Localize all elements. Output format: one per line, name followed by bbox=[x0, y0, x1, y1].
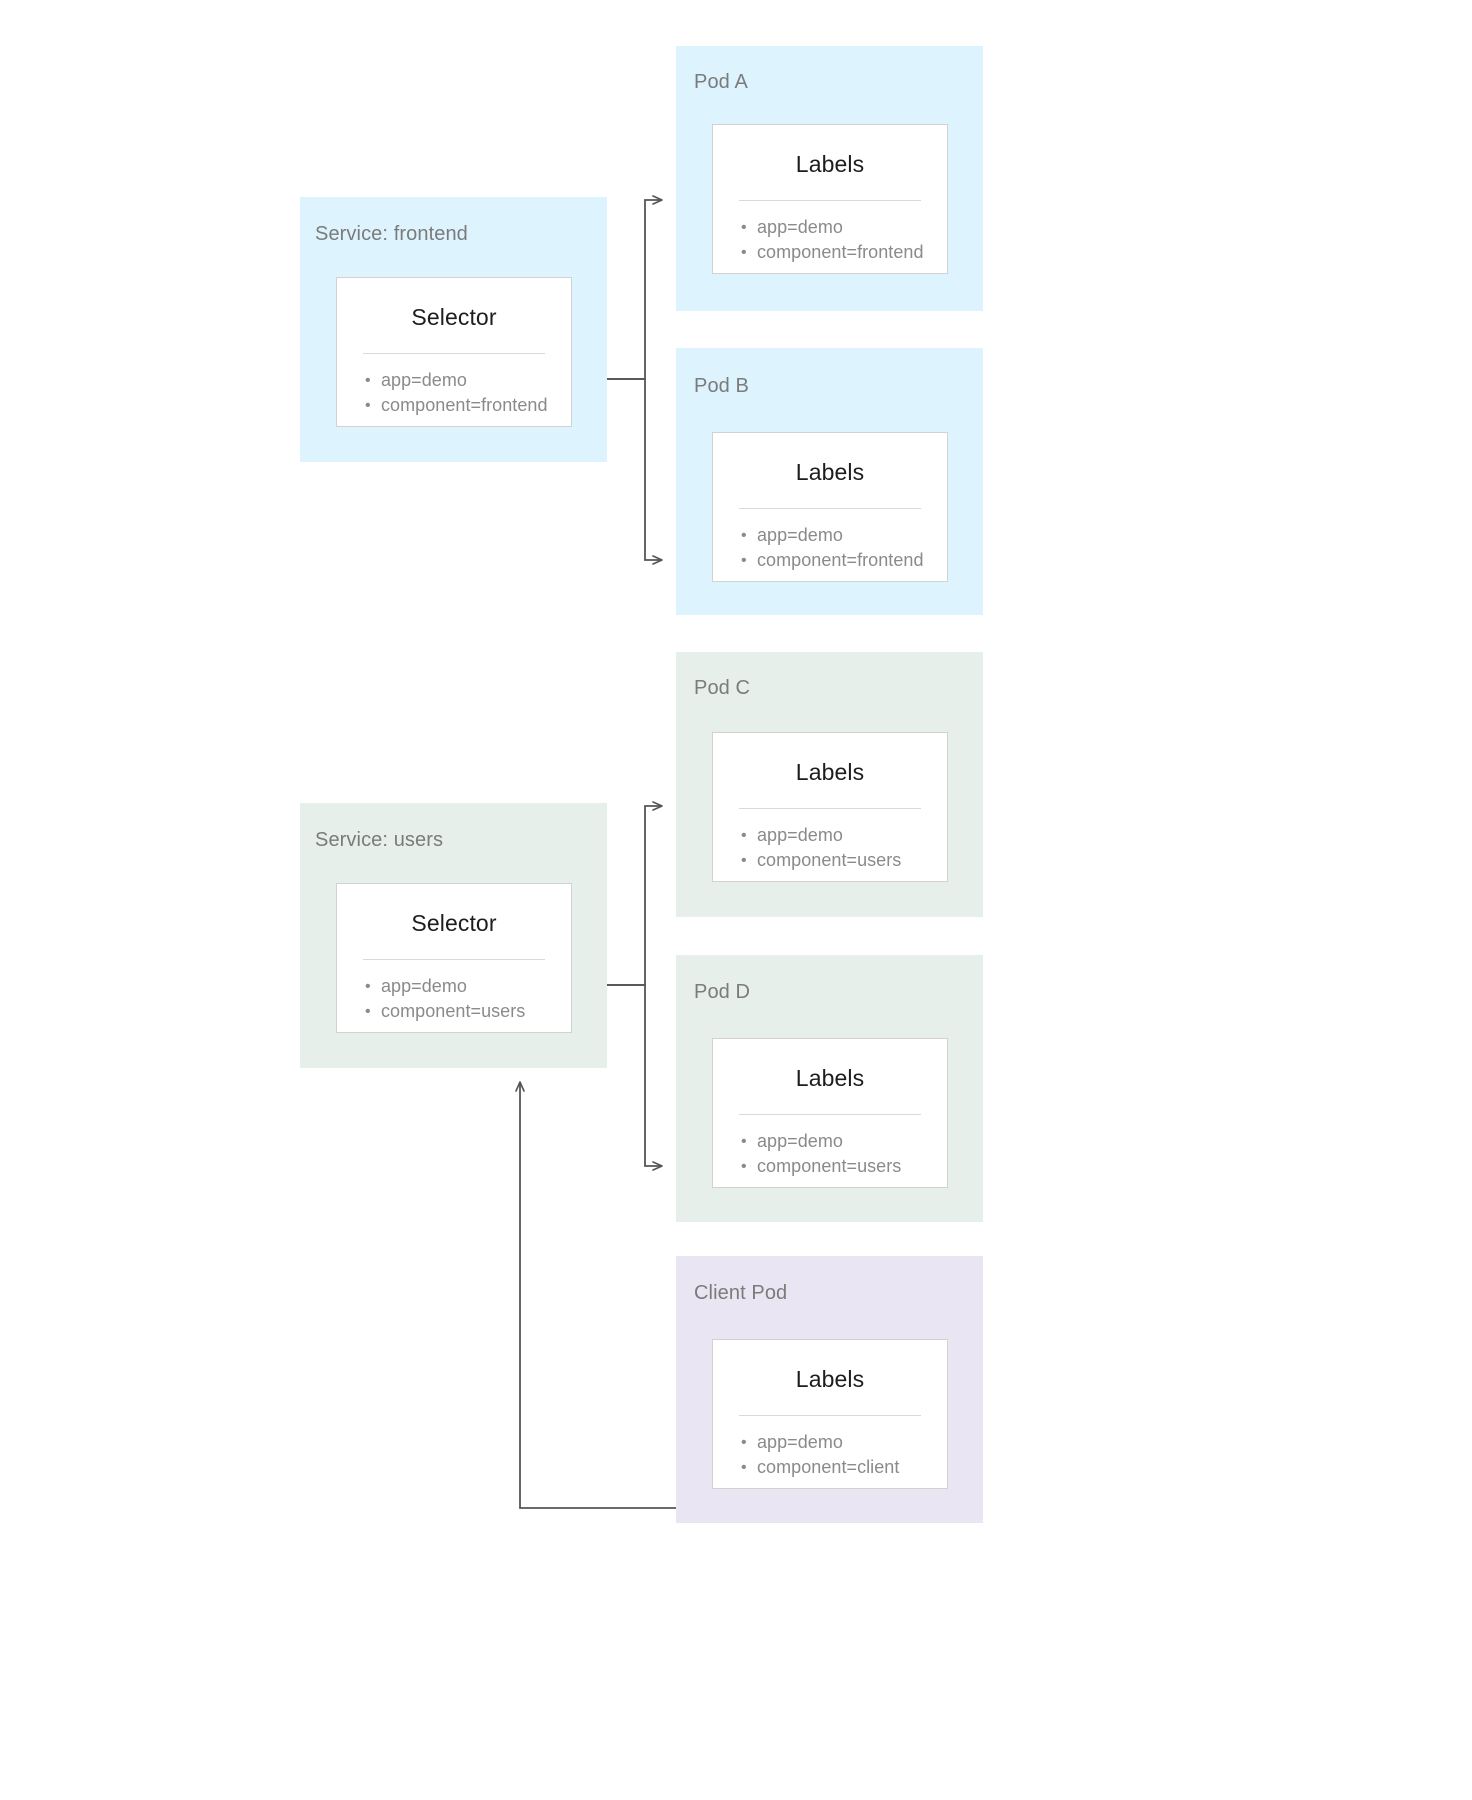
card-divider bbox=[363, 353, 545, 354]
pod-d-label-list: app=demo component=users bbox=[713, 1115, 947, 1179]
list-item: component=users bbox=[741, 1154, 947, 1179]
list-item: app=demo bbox=[741, 215, 947, 240]
service-users-container[interactable]: Service: users Selector app=demo compone… bbox=[300, 803, 607, 1068]
list-item: component=client bbox=[741, 1455, 947, 1480]
pod-c-container[interactable]: Pod C Labels app=demo component=users bbox=[676, 652, 983, 917]
list-item: app=demo bbox=[365, 368, 571, 393]
pod-c-labels-card[interactable]: Labels app=demo component=users bbox=[712, 732, 948, 882]
selector-label-list: app=demo component=frontend bbox=[337, 354, 571, 418]
card-divider bbox=[739, 200, 921, 201]
list-item: app=demo bbox=[741, 1129, 947, 1154]
pod-a-title: Pod A bbox=[694, 71, 748, 93]
labels-card-title: Labels bbox=[795, 151, 865, 177]
list-item: component=frontend bbox=[365, 393, 571, 418]
pod-a-labels-card[interactable]: Labels app=demo component=frontend bbox=[712, 124, 948, 274]
service-frontend-container[interactable]: Service: frontend Selector app=demo comp… bbox=[300, 197, 607, 462]
connector-client-to-users bbox=[515, 1081, 676, 1509]
selector-card-title: Selector bbox=[411, 910, 497, 936]
pod-b-container[interactable]: Pod B Labels app=demo component=frontend bbox=[676, 348, 983, 615]
list-item: app=demo bbox=[741, 523, 947, 548]
pod-d-container[interactable]: Pod D Labels app=demo component=users bbox=[676, 955, 983, 1222]
list-item: component=users bbox=[365, 999, 571, 1024]
pod-d-title: Pod D bbox=[694, 981, 751, 1003]
pod-c-title: Pod C bbox=[694, 677, 751, 699]
list-item: component=users bbox=[741, 848, 947, 873]
client-pod-labels-card[interactable]: Labels app=demo component=client bbox=[712, 1339, 948, 1489]
pod-b-label-list: app=demo component=frontend bbox=[713, 509, 947, 573]
labels-card-title: Labels bbox=[795, 459, 865, 485]
card-divider bbox=[739, 508, 921, 509]
labels-card-title: Labels bbox=[795, 759, 865, 785]
service-frontend-title: Service: frontend bbox=[315, 223, 468, 245]
client-pod-title: Client Pod bbox=[694, 1282, 788, 1304]
client-pod-label-list: app=demo component=client bbox=[713, 1416, 947, 1480]
client-pod-container[interactable]: Client Pod Labels app=demo component=cli… bbox=[676, 1256, 983, 1523]
card-divider bbox=[363, 959, 545, 960]
labels-card-title: Labels bbox=[795, 1366, 865, 1392]
service-frontend-selector-card[interactable]: Selector app=demo component=frontend bbox=[336, 277, 572, 427]
pod-d-labels-card[interactable]: Labels app=demo component=users bbox=[712, 1038, 948, 1188]
list-item: app=demo bbox=[365, 974, 571, 999]
selector-card-title: Selector bbox=[411, 304, 497, 330]
list-item: app=demo bbox=[741, 823, 947, 848]
pod-a-container[interactable]: Pod A Labels app=demo component=frontend bbox=[676, 46, 983, 311]
pod-c-label-list: app=demo component=users bbox=[713, 809, 947, 873]
connector-users-to-pod-c bbox=[607, 801, 663, 986]
service-users-selector-card[interactable]: Selector app=demo component=users bbox=[336, 883, 572, 1033]
list-item: app=demo bbox=[741, 1430, 947, 1455]
list-item: component=frontend bbox=[741, 548, 947, 573]
list-item: component=frontend bbox=[741, 240, 947, 265]
labels-card-title: Labels bbox=[795, 1065, 865, 1091]
connector-frontend-to-pod-a bbox=[607, 195, 663, 380]
card-divider bbox=[739, 1114, 921, 1115]
connector-users-to-pod-d bbox=[607, 984, 663, 1171]
pod-b-labels-card[interactable]: Labels app=demo component=frontend bbox=[712, 432, 948, 582]
card-divider bbox=[739, 808, 921, 809]
service-users-title: Service: users bbox=[315, 829, 444, 851]
selector-label-list: app=demo component=users bbox=[337, 960, 571, 1024]
connector-frontend-to-pod-b bbox=[607, 378, 663, 565]
card-divider bbox=[739, 1415, 921, 1416]
pod-b-title: Pod B bbox=[694, 375, 749, 397]
pod-a-label-list: app=demo component=frontend bbox=[713, 201, 947, 265]
